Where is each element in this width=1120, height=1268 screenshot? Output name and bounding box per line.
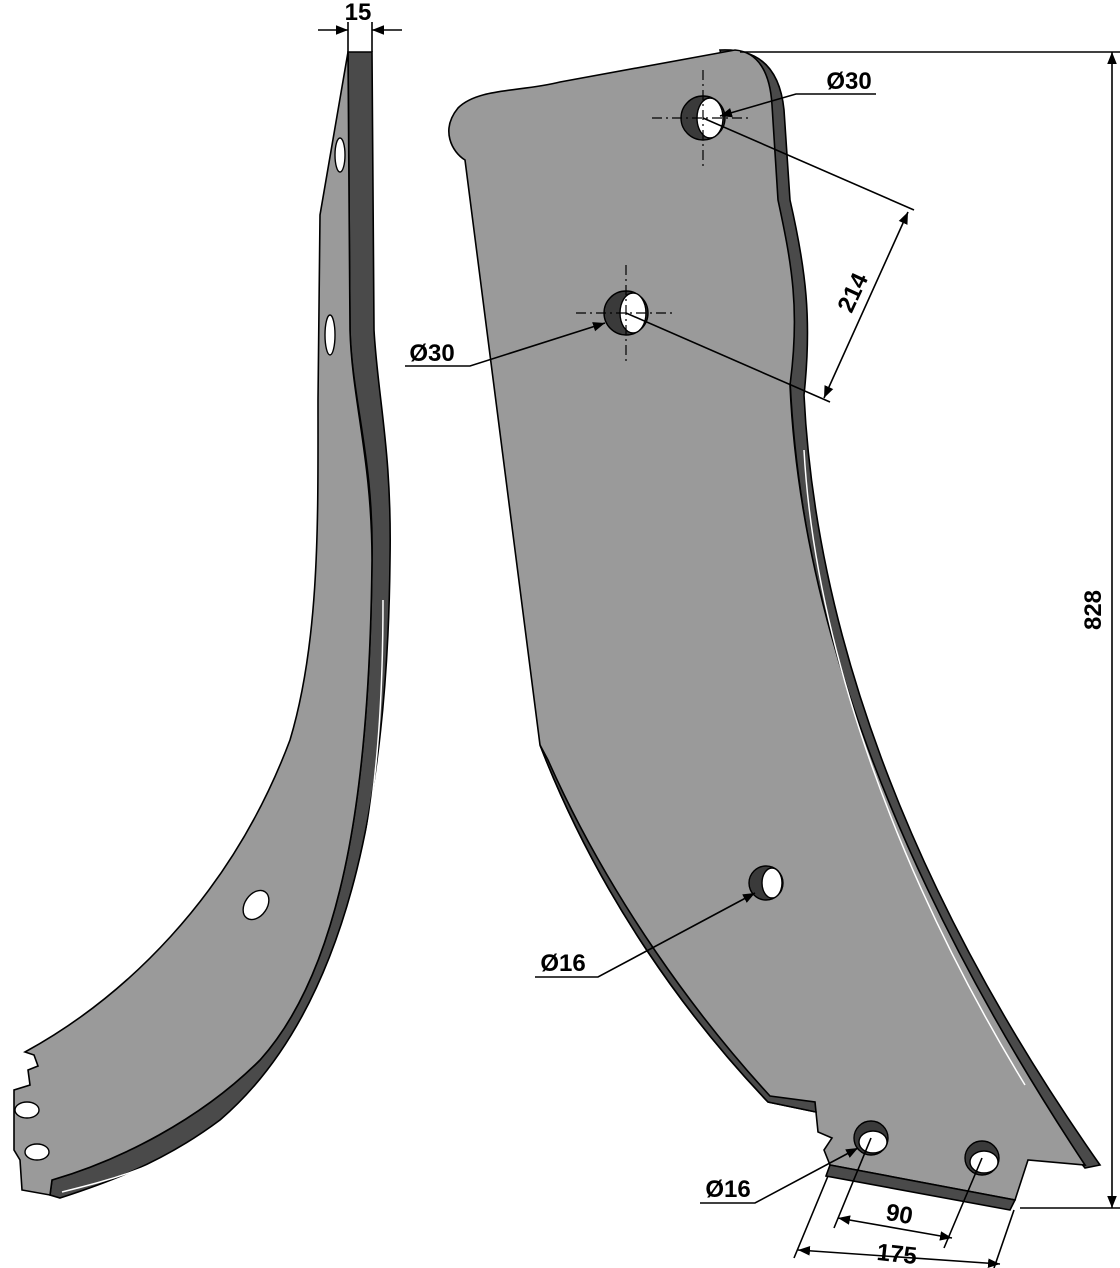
foot-hole-callout: Ø16: [700, 1147, 859, 1204]
side-hole-icon: [334, 137, 346, 173]
side-view: [13, 51, 391, 1199]
front-view-highlight: [803, 449, 1026, 1086]
front-view-lower-edge: [539, 744, 817, 1114]
side-hole-icon: [242, 889, 270, 921]
side-view-highlight: [61, 599, 384, 1193]
middle-hole-label: Ø30: [409, 340, 454, 367]
lower-hole-label: Ø16: [540, 950, 585, 977]
hole-spacing-label: 214: [833, 268, 875, 316]
top-hole-callout: Ø30: [719, 68, 876, 118]
height-dimension: 828: [740, 51, 1120, 1209]
side-hole-icon: [324, 314, 336, 356]
top-hole-label: Ø30: [826, 68, 871, 95]
foot-hole-spacing-dimension: 90: [833, 1137, 983, 1249]
foot-edge: [824, 1164, 1017, 1211]
thickness-dimension: 15: [318, 0, 402, 52]
middle-hole-callout: Ø30: [405, 322, 606, 367]
front-view: [448, 49, 1102, 1211]
foot-hole-spacing-label: 90: [884, 1199, 915, 1230]
foot-width-label: 175: [875, 1239, 918, 1268]
height-label: 828: [1080, 590, 1107, 630]
thickness-label: 15: [345, 0, 372, 26]
front-view-body: [448, 49, 1087, 1201]
side-view-body: [13, 51, 373, 1196]
lower-hole: [748, 865, 784, 901]
foot-hole-label: Ø16: [705, 1176, 750, 1203]
side-hole-icon: [24, 1143, 50, 1161]
foot-width-dimension: 175: [793, 1175, 1015, 1268]
side-hole-icon: [14, 1101, 40, 1119]
lower-hole-callout: Ø16: [535, 892, 756, 978]
